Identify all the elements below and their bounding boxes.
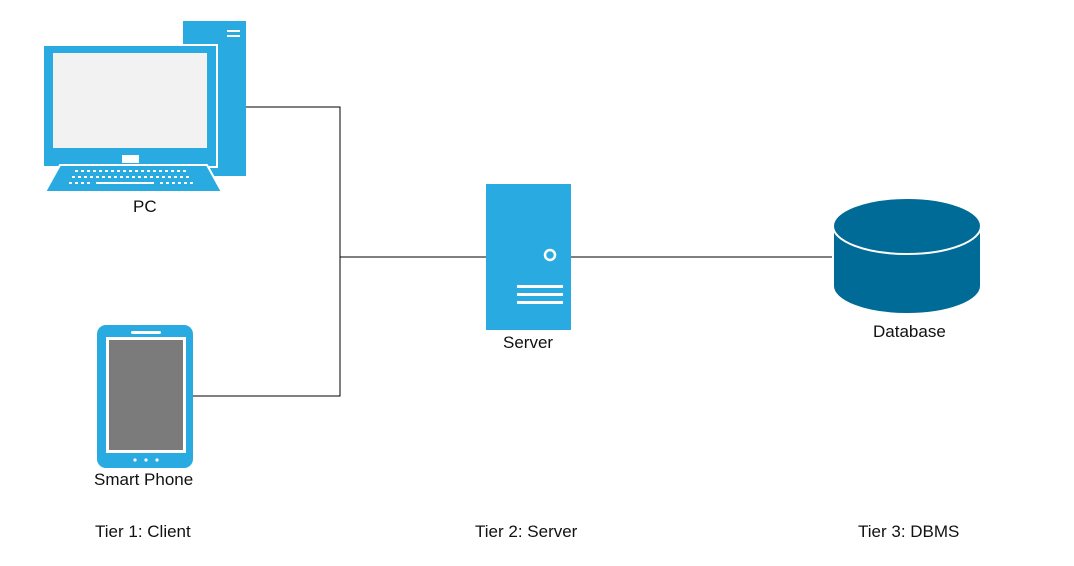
pc-monitor-stand — [122, 155, 139, 163]
server-icon — [486, 184, 571, 330]
pc-connector — [246, 106, 341, 257]
smartphone-icon — [97, 325, 193, 468]
server-label: Server — [503, 333, 554, 352]
pc-keyboard-keys — [69, 170, 193, 184]
server-body — [486, 184, 571, 330]
phone-label: Smart Phone — [94, 470, 194, 489]
tier-1-label: Tier 1: Client — [95, 522, 191, 541]
phone-screen — [109, 340, 183, 450]
server-power-indicator — [543, 248, 557, 262]
server-vent-3 — [517, 301, 563, 304]
tier-3-label: Tier 3: DBMS — [858, 522, 960, 541]
phone-button-dot-2 — [144, 458, 148, 462]
server-vent-2 — [517, 293, 563, 296]
phone-connector — [193, 257, 341, 397]
database-icon — [832, 197, 982, 315]
desktop-computer-icon — [42, 21, 246, 193]
database-label: Database — [873, 322, 946, 341]
pc-tower-slot-2 — [227, 35, 240, 37]
phone-button-dot-1 — [133, 458, 137, 462]
server-vent-1 — [517, 285, 563, 288]
pc-screen — [53, 53, 207, 148]
pc-label: PC — [133, 197, 157, 216]
tier-2-label: Tier 2: Server — [475, 522, 578, 541]
phone-button-dot-3 — [155, 458, 159, 462]
database-cylinder-top — [832, 197, 982, 255]
connectors — [193, 106, 833, 397]
pc-tower-slot-1 — [227, 30, 240, 32]
phone-speaker — [131, 331, 161, 334]
pc-keyboard — [43, 164, 224, 193]
